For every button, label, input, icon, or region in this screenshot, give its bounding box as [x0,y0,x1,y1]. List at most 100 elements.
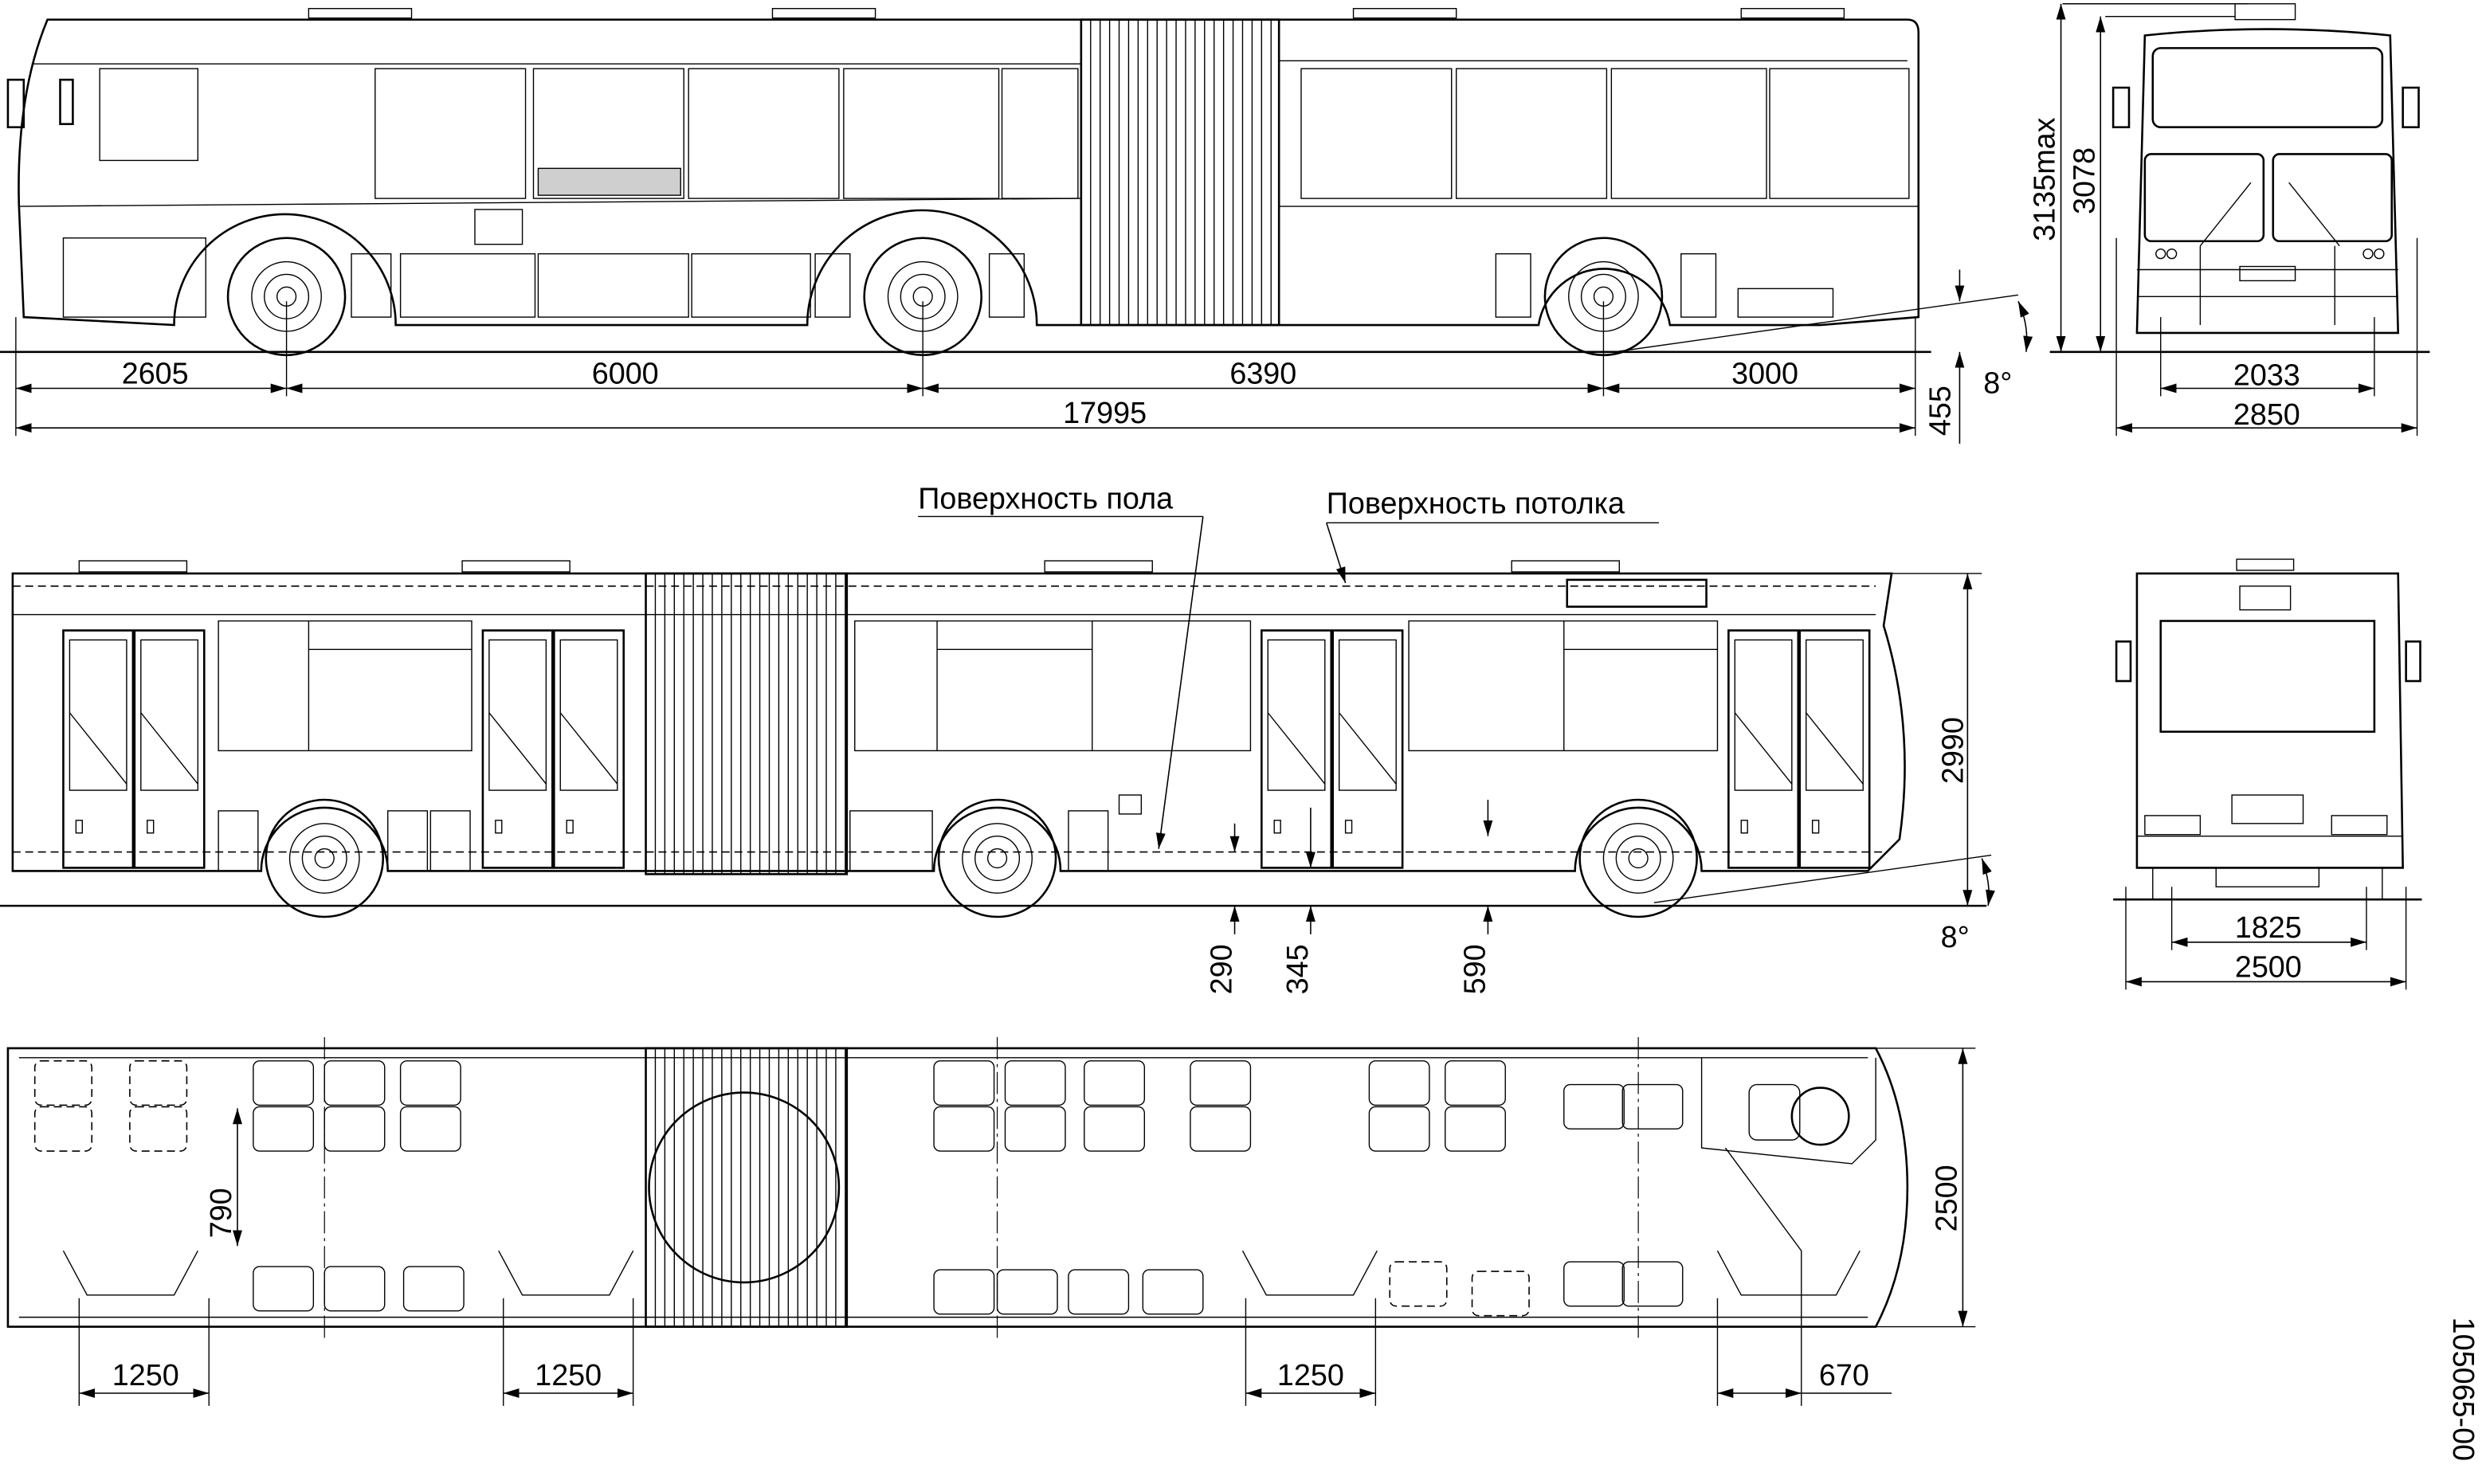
roof-hatches [308,8,1845,19]
door-leaf [62,629,135,869]
door-glass [488,639,547,791]
rear-window [2159,620,2376,733]
dim-door-1: 1250 [112,1358,179,1392]
rim [962,823,1033,894]
dim-rear-overhang: 3000 [1731,357,1798,390]
side-view-top: 2605 6000 6390 3000 17995 455 8° [0,8,2033,444]
bellows-frame [645,1047,849,1328]
windows-top [99,68,1910,245]
front-body-outline [2135,28,2400,335]
door-glass [140,639,199,791]
dim-front-overhang: 2605 [122,357,189,390]
mirror-right [2402,86,2420,128]
seats [33,1060,1684,1317]
dim-wheelbase-1: 6000 [592,357,659,390]
seat [1368,1060,1430,1106]
articulation-bellows-top [1080,18,1280,327]
plan-view: 790 2500 1250 1250 1250 670 [6,1037,1976,1406]
door-leaf [1331,629,1404,869]
turntable [648,1091,841,1284]
dim-seat-spacing: 790 [204,1188,237,1238]
door-glass [1338,639,1397,791]
door-handle [1273,820,1281,834]
rear-body-outline [2135,572,2404,869]
seat [399,1060,461,1106]
dim-plan-width: 2500 [1929,1165,1962,1231]
label-floor-surface: Поверхность пола [918,481,1173,515]
mirror-left [2111,86,2131,128]
folding-seat [33,1106,93,1152]
hub-cap [986,848,1008,869]
bellows-frame [1080,18,1280,327]
dim-front-track: 2033 [2233,358,2300,392]
door-width-dims: 1250 1250 1250 670 [78,1298,1892,1406]
dim-floor-590: 590 [1457,944,1491,994]
door-leaf [1798,629,1871,869]
dim-height: 3078 [2067,147,2100,214]
door-handrail [1339,712,1397,785]
door-leaf [481,629,554,869]
seat [323,1060,386,1106]
door-handrail [1734,712,1793,785]
articulation-bellows-plan [645,1047,849,1328]
rim [1602,823,1674,894]
seat [1445,1106,1506,1152]
dim-ground-clearance: 455 [1923,386,1957,436]
dim-departure-angle: 8° [1941,920,1970,953]
folding-seat [129,1106,188,1152]
bus-body-outline-doors [11,572,1906,872]
door-glass [1806,639,1864,791]
seat [1004,1060,1066,1106]
door-glass [1267,639,1326,791]
dim-floor-345: 345 [1280,944,1314,994]
seat [323,1266,386,1312]
dim-door-2: 1250 [535,1358,602,1392]
door-handrail [69,712,127,785]
doors [62,629,1871,869]
bellows-frame [645,572,849,875]
seat [1190,1106,1252,1152]
hub [301,836,347,882]
rim [288,823,360,894]
steering-wheel [1790,1087,1850,1146]
hub-cap [314,848,335,869]
dim-wheelbase-2: 6390 [1229,357,1296,390]
seat [1084,1106,1146,1152]
seat [1563,1261,1625,1307]
side-view-doors: Поверхность пола Поверхность потолка 299… [0,481,1995,994]
wheels-top [226,237,1664,357]
door-wells [62,1250,1861,1296]
door-handle [495,820,503,834]
dim-approach-angle: 8° [1983,366,2012,399]
door-glass [559,639,618,791]
seat [1621,1261,1684,1307]
seat [399,1106,461,1152]
door-leaf [553,629,625,869]
seat [933,1060,995,1106]
tire [937,798,1057,918]
roof-unit [2234,3,2296,21]
articulation-bellows-mid [645,572,849,875]
rear-view: 1825 2500 [2113,558,2422,990]
drawing-number: 105065-00 [2447,1318,2480,1461]
dim-overall-length: 17995 [1063,396,1147,429]
door-handle [75,820,83,834]
door-handrail [559,712,618,785]
seat [402,1266,465,1312]
door-leaf [1727,629,1800,869]
hub [974,836,1021,882]
dim-height-max: 3135max [2028,117,2061,241]
label-ceiling-surface: Поверхность потолка [1327,486,1625,519]
driver-cab [1700,1057,1876,1322]
seat [1563,1083,1625,1130]
seat [1368,1106,1430,1152]
door-handle [566,820,574,834]
seat [933,1269,995,1315]
windshield-right [2272,153,2394,243]
mirror-front-top [6,78,74,128]
bus-body-outline [18,18,1920,327]
dim-front-width: 2850 [2233,397,2300,431]
roof-hatches-2 [78,560,1620,573]
folding-seat [33,1060,93,1106]
seat [1190,1060,1252,1106]
